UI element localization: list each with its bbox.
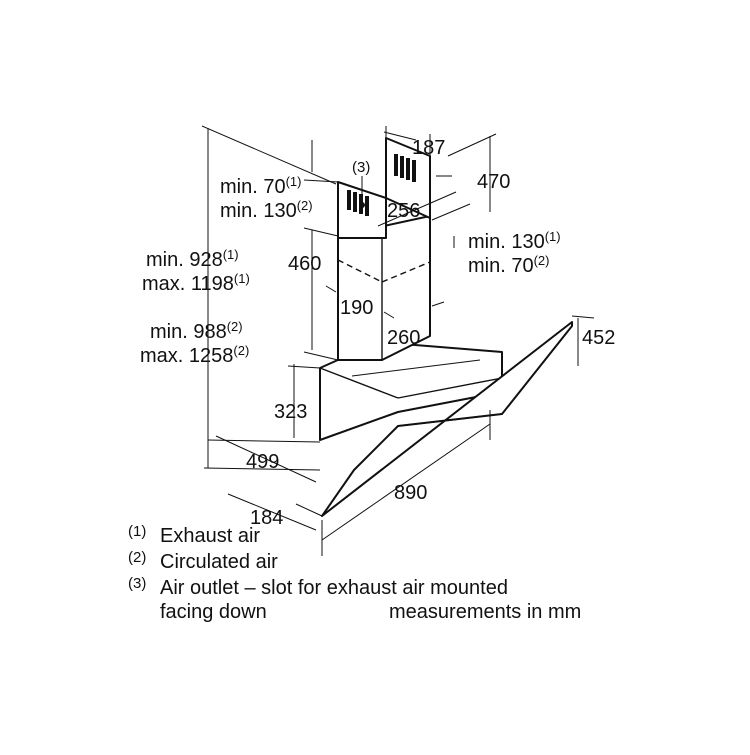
range-right-a: min. 130(1) <box>468 229 561 253</box>
legend-text-air-outlet: Air outlet – slot for exhaust air mounte… <box>160 577 508 599</box>
dimension-labels: 187 470 256 460 190 260 452 323 499 890 … <box>140 137 615 529</box>
legend-text-circulated-air: Circulated air <box>160 551 278 573</box>
dimension-lines <box>201 125 595 556</box>
dim-184: 184 <box>250 507 283 529</box>
hood-body <box>319 137 573 517</box>
dim-187: 187 <box>412 137 445 159</box>
outlet-callout-number: (3) <box>352 159 370 176</box>
range-total-2-b: max. 1258(2) <box>140 343 249 367</box>
legend-text-air-outlet-cont: facing down <box>160 601 267 623</box>
dim-256: 256 <box>387 200 420 222</box>
dim-890: 890 <box>394 482 427 504</box>
dim-260: 260 <box>387 327 420 349</box>
dim-190: 190 <box>340 297 373 319</box>
range-top-left-b: min. 130(2) <box>220 198 313 222</box>
dim-323: 323 <box>274 401 307 423</box>
range-total-1-b: max. 1198(1) <box>142 271 250 295</box>
range-right-b: min. 70(2) <box>468 253 549 277</box>
dim-460: 460 <box>288 253 321 275</box>
range-total-1-a: min. 928(1) <box>146 247 239 271</box>
legend: (1) Exhaust air (2) Circulated air (3) A… <box>128 523 581 623</box>
range-total-2-a: min. 988(2) <box>150 319 243 343</box>
legend-text-exhaust-air: Exhaust air <box>160 525 260 547</box>
legend-number-3: (3) <box>128 575 146 592</box>
lower-chimney <box>337 215 431 361</box>
legend-number-2: (2) <box>128 549 146 566</box>
dim-452: 452 <box>582 327 615 349</box>
range-top-left-a: min. 70(1) <box>220 174 301 198</box>
dim-470: 470 <box>477 171 510 193</box>
dim-499: 499 <box>246 451 279 473</box>
legend-number-1: (1) <box>128 523 146 540</box>
units-note: measurements in mm <box>389 601 581 623</box>
